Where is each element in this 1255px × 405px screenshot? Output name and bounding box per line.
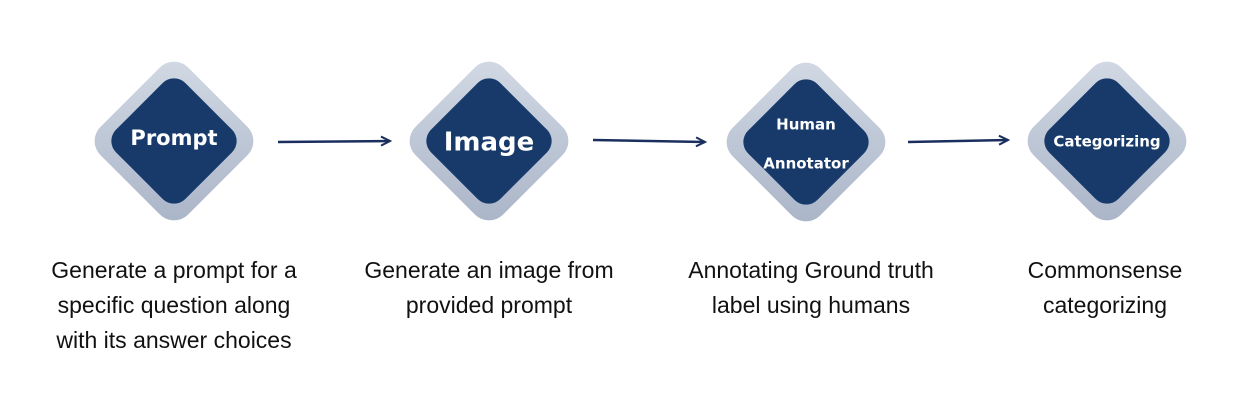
step-label-line-2: Annotator: [763, 155, 849, 173]
diamond-inner: [743, 79, 869, 205]
diamond-inner: [111, 78, 237, 204]
description-line: provided prompt: [405, 292, 573, 318]
step-label: Prompt: [130, 126, 217, 150]
step-node-human-annotator: Human Annotator: [726, 62, 886, 222]
step-description-human-annotator: Annotating Ground truth label using huma…: [661, 253, 961, 323]
diamond-inner: [426, 78, 552, 204]
step-description-image: Generate an image from provided prompt: [339, 253, 639, 323]
step-description-prompt: Generate a prompt for a specific questio…: [24, 253, 324, 358]
step-node-image: Image: [409, 61, 569, 221]
step-label-line-1: Human: [776, 116, 836, 134]
description-line: Generate an image from: [364, 257, 614, 283]
step-label: Image: [444, 128, 535, 158]
description-line: categorizing: [1042, 292, 1168, 318]
diamond-inner: [1044, 78, 1170, 204]
description-line: with its answer choices: [56, 327, 292, 353]
step-node-categorizing: Categorizing: [1027, 61, 1187, 221]
step-description-categorizing: Commonsense categorizing: [985, 253, 1225, 323]
flow-arrow: [592, 140, 705, 142]
flow-arrow: [277, 141, 390, 142]
description-line: Commonsense: [1027, 257, 1183, 283]
step-node-prompt: Prompt: [94, 61, 254, 221]
flow-arrow: [907, 140, 1008, 142]
description-line: Annotating Ground truth: [688, 257, 934, 283]
step-label: Categorizing: [1053, 133, 1160, 151]
description-line: Generate a prompt for a: [51, 257, 297, 283]
description-line: specific question along: [57, 292, 291, 318]
description-line: label using humans: [711, 292, 911, 318]
